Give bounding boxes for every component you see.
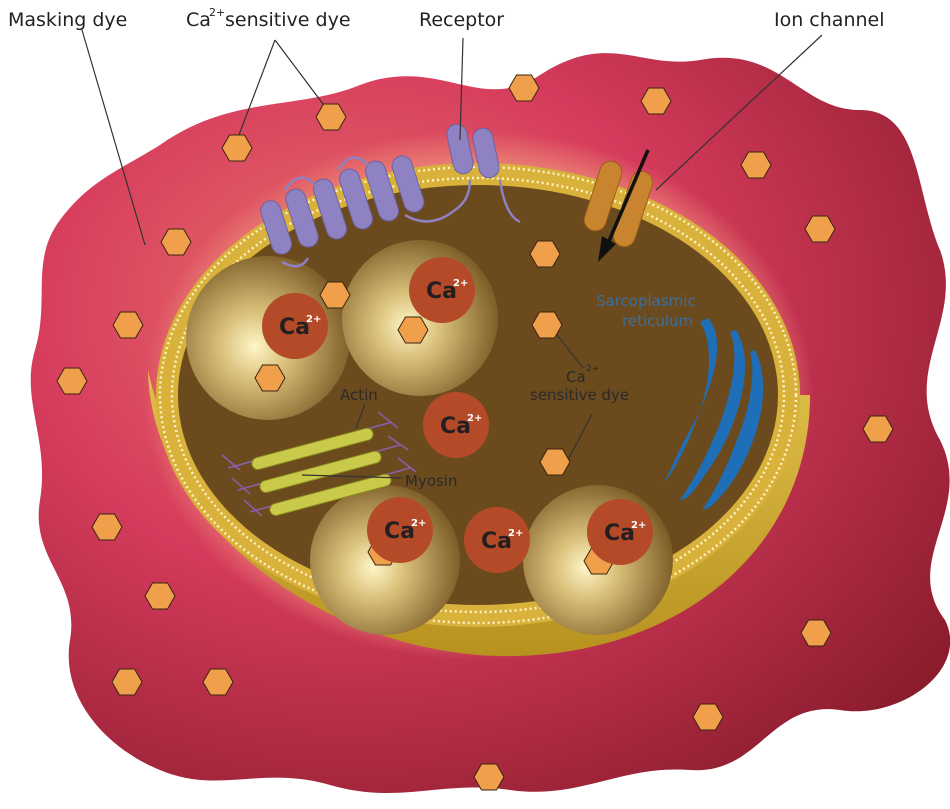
ion-channel-label: Ion channel [774, 9, 885, 31]
calcium-ion-icon: Ca2+ [367, 497, 433, 563]
svg-text:2+: 2+ [209, 6, 225, 19]
calcium-ion-charge: 2+ [453, 278, 468, 289]
actin-label: Actin [340, 386, 378, 404]
calcium-ion-icon: Ca2+ [464, 507, 530, 573]
ca-sensitive-dye-label-top: Ca 2+ sensitive dye [186, 6, 351, 31]
calcium-ion-charge: 2+ [306, 314, 321, 325]
calcium-ion-charge: 2+ [411, 518, 426, 529]
calcium-ion-charge: 2+ [508, 528, 523, 539]
svg-text:reticulum: reticulum [622, 312, 693, 330]
calcium-ion-icon: Ca2+ [587, 499, 653, 565]
masking-dye-label: Masking dye [8, 9, 127, 31]
svg-text:Sarcoplasmic: Sarcoplasmic [596, 292, 696, 310]
calcium-ion-icon: Ca2+ [423, 392, 489, 458]
calcium-ion-icon: Ca2+ [409, 257, 475, 323]
svg-text:sensitive dye: sensitive dye [530, 386, 629, 404]
calcium-ion-icon: Ca2+ [262, 293, 328, 359]
calcium-ion-charge: 2+ [631, 520, 646, 531]
svg-text:2+: 2+ [586, 364, 599, 374]
myosin-label: Myosin [405, 472, 458, 490]
svg-text:Ca: Ca [186, 9, 211, 31]
svg-text:Ca: Ca [566, 368, 586, 386]
calcium-ion-charge: 2+ [467, 413, 482, 424]
receptor-label: Receptor [419, 9, 504, 31]
svg-text:sensitive dye: sensitive dye [225, 9, 351, 31]
